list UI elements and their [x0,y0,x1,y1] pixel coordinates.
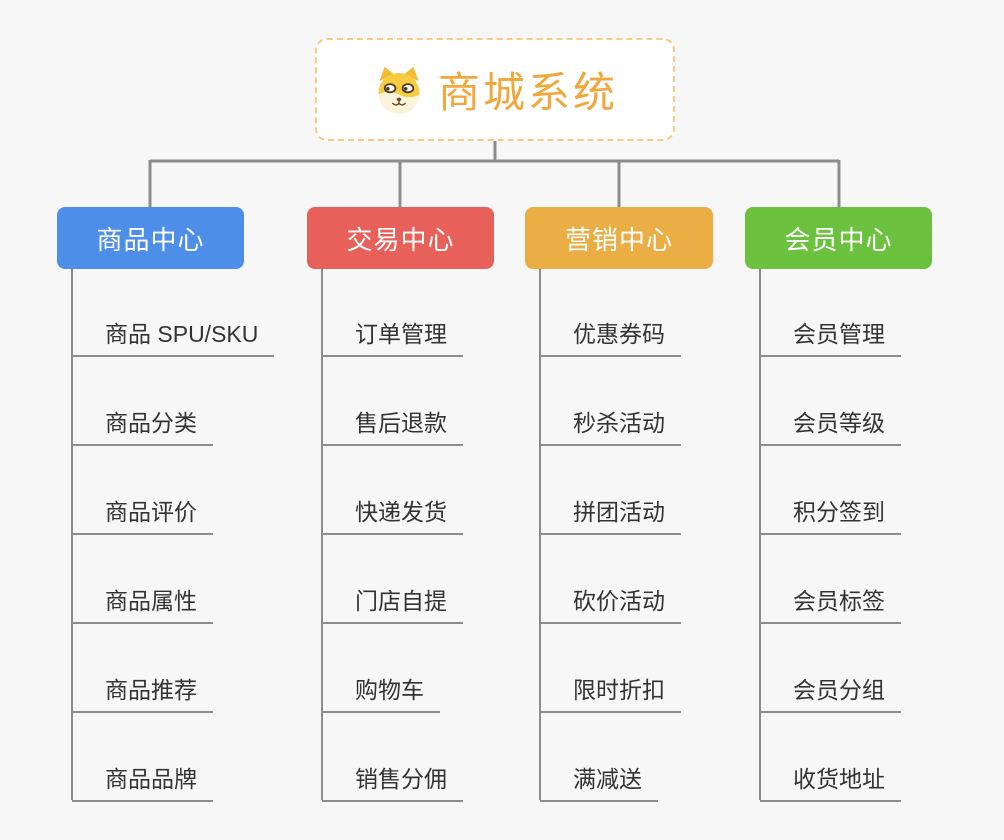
branch-3-item-4[interactable]: 会员分组 [760,669,901,713]
branch-1-item-1[interactable]: 售后退款 [322,402,463,446]
branch-2-item-5[interactable]: 满减送 [540,758,658,802]
branch-1-item-2[interactable]: 快递发货 [322,491,463,535]
branch-0-item-1[interactable]: 商品分类 [72,402,213,446]
branch-1-item-4[interactable]: 购物车 [322,669,440,713]
branch-0-item-5[interactable]: 商品品牌 [72,758,213,802]
branch-1-item-0[interactable]: 订单管理 [322,313,463,357]
branch-header-0[interactable]: 商品中心 [57,207,244,269]
branch-3-item-5[interactable]: 收货地址 [760,758,901,802]
branch-0-item-4[interactable]: 商品推荐 [72,669,213,713]
branch-3-item-2[interactable]: 积分签到 [760,491,901,535]
branch-2-item-1[interactable]: 秒杀活动 [540,402,681,446]
branch-3-item-1[interactable]: 会员等级 [760,402,901,446]
branch-3-item-0[interactable]: 会员管理 [760,313,901,357]
root-title: 商城系统 [437,69,618,116]
branch-2-item-4[interactable]: 限时折扣 [540,669,681,713]
doge-icon [378,66,420,114]
branch-header-3[interactable]: 会员中心 [745,207,932,269]
branch-3-item-3[interactable]: 会员标签 [760,580,901,624]
branch-0-item-0[interactable]: 商品 SPU/SKU [72,313,275,357]
branch-1-item-5[interactable]: 销售分佣 [322,758,463,802]
branch-1-item-3[interactable]: 门店自提 [322,580,463,624]
branch-2-item-2[interactable]: 拼团活动 [540,491,681,535]
branch-header-2[interactable]: 营销中心 [525,207,713,269]
branch-0-item-2[interactable]: 商品评价 [72,491,213,535]
root-node[interactable]: 商城系统 [315,38,675,141]
branch-2-item-3[interactable]: 砍价活动 [540,580,681,624]
branch-header-1[interactable]: 交易中心 [307,207,494,269]
branch-2-item-0[interactable]: 优惠券码 [540,313,681,357]
branch-0-item-3[interactable]: 商品属性 [72,580,213,624]
